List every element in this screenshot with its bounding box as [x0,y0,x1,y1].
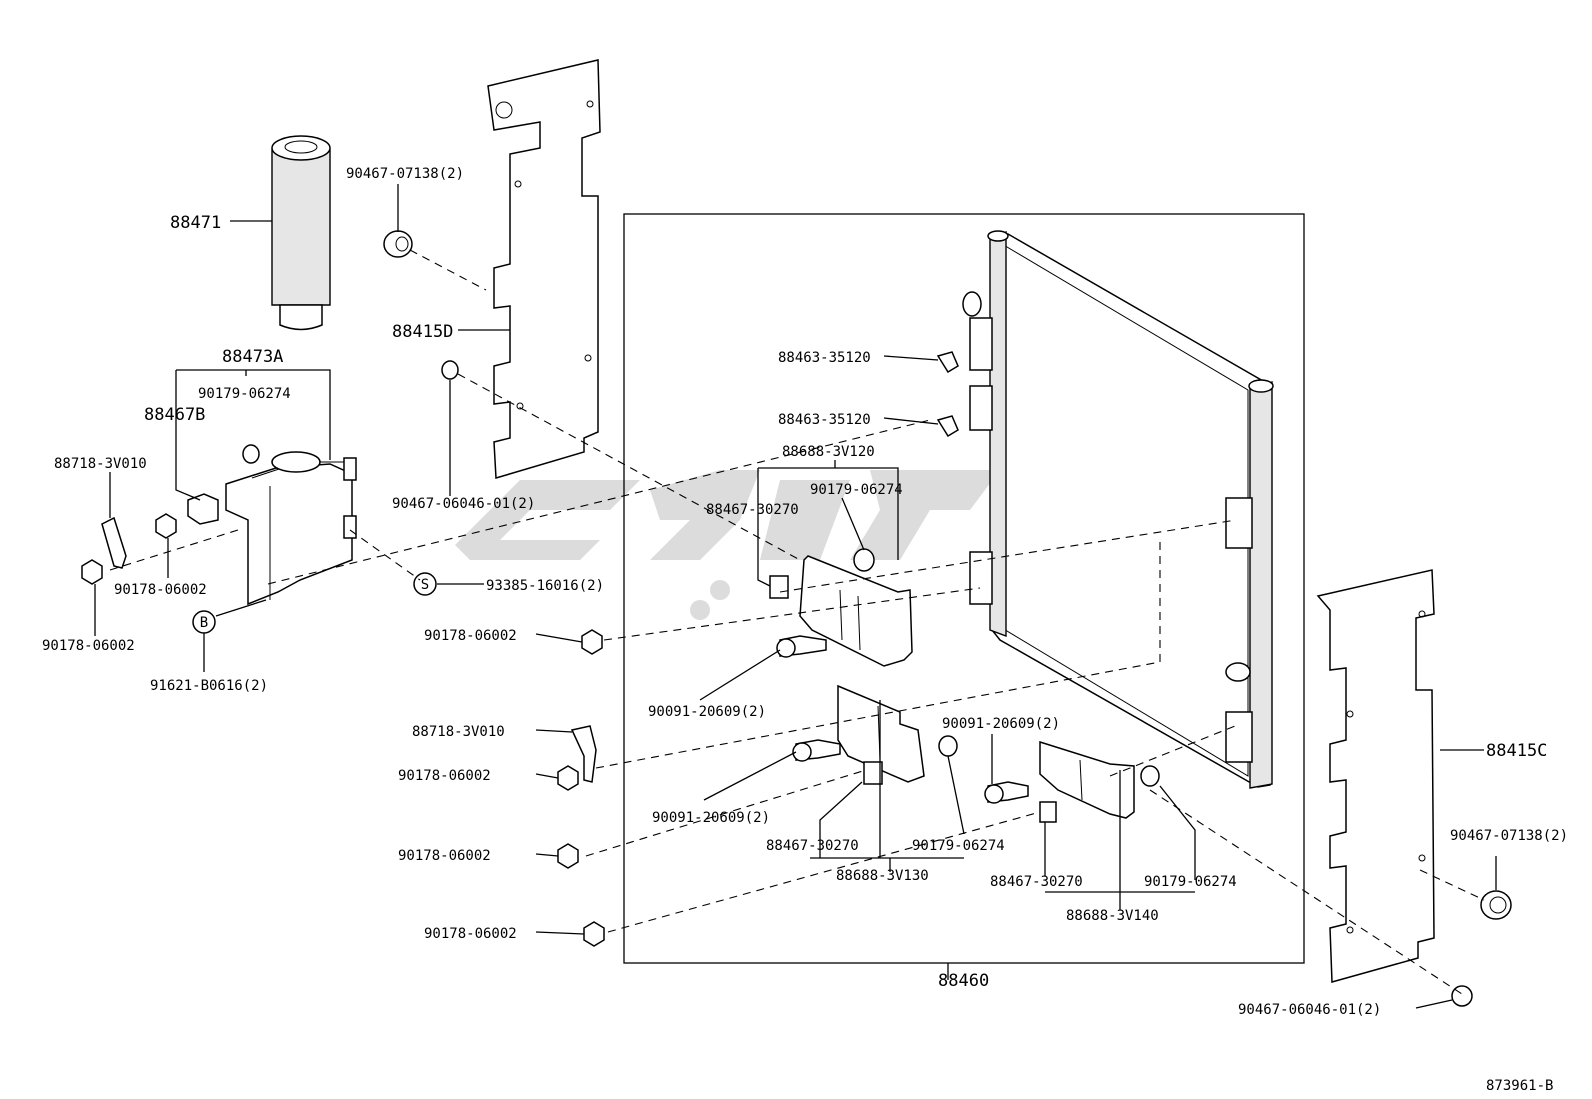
label-90179-a: 90179-06274 [198,386,291,402]
shield-88415C [1316,569,1435,983]
label-90178-f: 90178-06002 [424,926,517,942]
label-90178-a: 90178-06002 [114,582,207,598]
label-88688-3V130: 88688-3V130 [836,868,929,884]
label-90179-d: 90179-06274 [1144,874,1237,890]
dashed-lines [109,249,1485,995]
condenser-assembly-box [623,213,1305,964]
label-88463-b: 88463-35120 [778,412,871,428]
label-91621: 91621-B0616(2) [150,678,268,694]
label-88415C: 88415C [1486,741,1547,761]
label-93385: 93385-16016(2) [486,578,604,594]
condenser-core [962,230,1274,789]
label-90178-c: 90178-06002 [424,628,517,644]
label-90467-06046-a: 90467-06046-01(2) [392,496,535,512]
label-88471: 88471 [170,213,221,233]
label-88460: 88460 [938,971,989,991]
label-90467-07138-b: 90467-07138(2) [1450,828,1568,844]
label-88415D: 88415D [392,322,453,342]
label-90091-b: 90091-20609(2) [652,810,770,826]
label-88473A: 88473A [222,347,283,367]
mark-s: S [421,577,429,593]
leader-lines [94,184,1497,1009]
label-90467-06046-b: 90467-06046-01(2) [1238,1002,1381,1018]
label-90467-07138-a: 90467-07138(2) [346,166,464,182]
receiver-dryer [271,135,331,331]
fasteners [81,230,1512,1007]
label-90178-b: 90178-06002 [42,638,135,654]
dryer-bracket [187,451,357,606]
label-88688-3V140: 88688-3V140 [1066,908,1159,924]
label-90179-c: 90179-06274 [912,838,1005,854]
mark-b: B [200,615,208,631]
label-90178-e: 90178-06002 [398,848,491,864]
label-88467-30270-a: 88467-30270 [706,502,799,518]
label-88467-30270-c: 88467-30270 [990,874,1083,890]
label-88688-3V120: 88688-3V120 [782,444,875,460]
label-88463-a: 88463-35120 [778,350,871,366]
label-88718-a: 88718-3V010 [54,456,147,472]
label-88718-b: 88718-3V010 [412,724,505,740]
shield-88415D [487,59,601,479]
label-90178-d: 90178-06002 [398,768,491,784]
label-88467-30270-b: 88467-30270 [766,838,859,854]
label-90179-b: 90179-06274 [810,482,903,498]
bracket-88688-3V120 [799,555,913,667]
label-90091-c: 90091-20609(2) [942,716,1060,732]
label-88467B: 88467B [144,405,205,425]
bracket-88688-3V140 [1039,740,1135,819]
diagram-id: 873961-B [1486,1078,1553,1094]
bracket-88688-3V130 [837,684,925,783]
label-90091-a: 90091-20609(2) [648,704,766,720]
